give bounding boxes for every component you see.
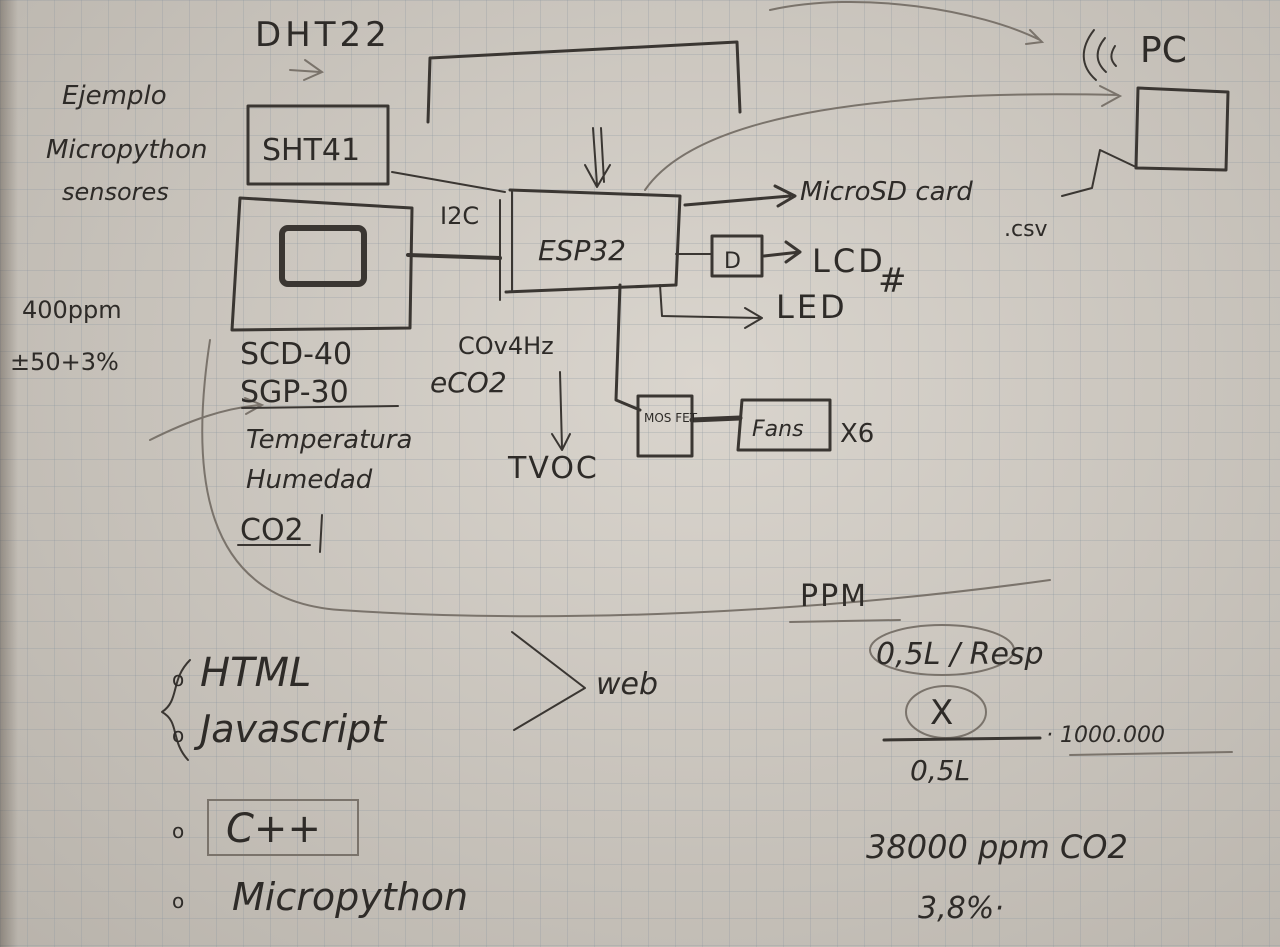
microsd-label: MicroSD card: [800, 177, 973, 207]
calc-numerator: 0,5L / Resp: [876, 637, 1044, 672]
lcd-arrow: [762, 240, 802, 264]
co2-underline: [237, 514, 323, 553]
cpp-box: [207, 799, 359, 856]
pc-link-arrowhead: [1099, 85, 1123, 107]
hardware-group-loop: [201, 339, 1051, 618]
sht41-wire: [391, 171, 506, 193]
fans-label: Fans: [752, 417, 804, 442]
lcd-driver-label: D: [724, 249, 741, 274]
mosfet-wire: [614, 283, 642, 412]
web-target-label: web: [596, 667, 658, 702]
tvoc-label: TVOC: [507, 451, 599, 486]
mosfet-label: MOS FET: [644, 411, 698, 425]
fans-wire: [689, 415, 743, 423]
esp32-box: [504, 188, 682, 294]
pc-box: [1134, 86, 1230, 172]
fans-multiplier-label: X6: [840, 419, 874, 449]
fraction-bar: [882, 736, 1042, 742]
scd40-box: [230, 196, 414, 332]
example-lang: Micropython: [46, 135, 208, 165]
measure-humidity: Humedad: [246, 465, 373, 495]
fans-box: [736, 398, 832, 452]
i2c-label: I2C: [440, 202, 479, 230]
pc-link-curve: [644, 93, 1119, 191]
esp32-label: ESP32: [538, 234, 626, 267]
lcd-label: LCD: [812, 242, 886, 280]
calc-factor: · 1000.000: [1046, 723, 1165, 748]
co2-4hz-label: COv4Hz: [458, 332, 554, 360]
page-edge-shadow: [0, 0, 18, 947]
sgp30-underline: [241, 405, 399, 409]
scd40-sensor-chip: [279, 225, 367, 287]
bullet-icon: o: [172, 889, 184, 913]
top-wifi-arrow: [769, 0, 1045, 45]
tvoc-arrow: [551, 371, 571, 451]
accuracy-label: ±50+3%: [10, 348, 119, 376]
pc-label: PC: [1140, 30, 1187, 71]
bullet-icon: o: [172, 723, 184, 747]
example-title: Ejemplo: [62, 81, 167, 111]
bullet-icon: o: [172, 667, 184, 691]
web-item-javascript: Javascript: [193, 707, 388, 751]
factor-underline: [1069, 751, 1233, 756]
web-item-html: HTML: [200, 650, 311, 696]
web-item-cpp: C++: [226, 806, 321, 852]
dht22-down-arrow: [584, 127, 611, 188]
web-item-micropython: Micropython: [232, 875, 468, 919]
example-sensors: sensores: [62, 178, 169, 206]
scd40-label: SCD-40: [240, 337, 352, 372]
measure-co2: CO2: [240, 513, 304, 548]
calc-title: PPM: [800, 579, 868, 614]
sgp30-label: SGP-30: [240, 375, 349, 410]
notes-pointer-arrow: [149, 397, 265, 441]
web-brace: [161, 659, 191, 761]
dht22-wire: [426, 40, 742, 124]
i2c-bus-wire: [406, 253, 502, 260]
wifi-waves-icon: [1082, 29, 1117, 81]
mosfet-box: [636, 394, 694, 458]
ppm-400-label: 400ppm: [22, 296, 122, 324]
dht22-label: DHT22: [255, 15, 391, 55]
sht41-label: SHT41: [262, 133, 360, 168]
pc-cable: [1061, 149, 1139, 197]
led-arrow: [659, 284, 763, 329]
dht22-pointer: [289, 59, 325, 81]
bullet-icon: o: [172, 819, 184, 843]
sht41-box: [246, 104, 390, 186]
calc-result-pct: 3,8%·: [918, 891, 1004, 926]
csv-label: .csv: [1004, 217, 1048, 242]
measure-temperature: Temperatura: [246, 425, 412, 455]
lcd-driver-box: [710, 234, 764, 278]
sgp30-outputs-label: eCO2: [430, 366, 507, 399]
ppm-underline: [789, 619, 901, 623]
led-label: LED: [776, 288, 848, 326]
microsd-arrow: [683, 184, 797, 208]
lcd-hash-label: #: [878, 261, 907, 301]
calc-x: X: [930, 693, 953, 733]
calc-denominator: 0,5L: [910, 754, 970, 787]
web-arrow: [511, 631, 586, 731]
i2c-bus-bar: [499, 189, 513, 301]
volume-ellipse: [869, 624, 1015, 676]
calc-result-ppm: 38000 ppm CO2: [866, 828, 1128, 866]
